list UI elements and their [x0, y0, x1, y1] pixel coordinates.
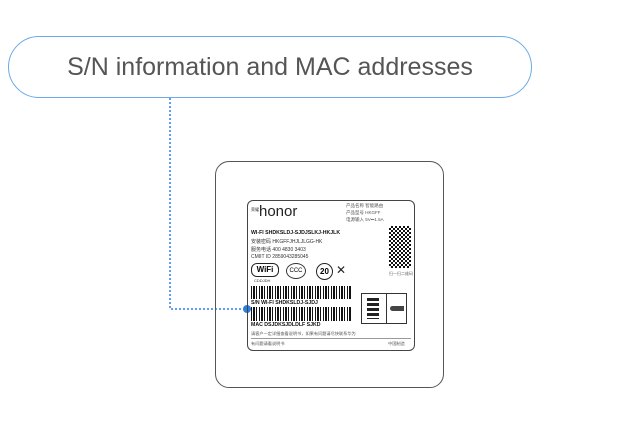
ccc-mark-icon: CCC [286, 263, 306, 279]
router-device-outline [215, 161, 444, 388]
weee-bin-icon: ✕ [336, 263, 347, 277]
wifi-cert-code: CDDJDH [254, 278, 271, 283]
serial-number: S/N WI-FI SHDKSLDJ-SJDJ [251, 300, 318, 306]
footer-left: 有问题请看说明书 [251, 341, 285, 346]
install-code: 安装密码 HKGFFJHJLJLGG-HK [251, 239, 323, 245]
wifi-cert-logo: WiFi [251, 263, 279, 277]
sn-barcode [251, 286, 351, 299]
badge-value: 20 [320, 267, 329, 276]
certification-mark [361, 293, 407, 324]
qr-caption: 扫一扫二维码 [389, 271, 413, 276]
notice-text: 请客户一定详细查看说明书，如果有问题请尽快联系华为 [251, 331, 356, 336]
product-name: 产品名称 智能路由 [346, 203, 384, 208]
made-in: 中国制造 [388, 341, 405, 346]
mac-barcode [251, 307, 351, 321]
wifi-ssid: WI-FI SHDKSLDJ-SJDJSLKJ-HKJLK [251, 230, 341, 236]
service-phone: 服务电话 400 4830 3403 [251, 247, 306, 253]
brand-prefix: 荣耀 [251, 207, 259, 212]
eco-period-badge: 20 [316, 263, 333, 280]
callout-text: S/N information and MAC addresses [67, 52, 473, 81]
mac-address: MAC DSJDKSJDLDLF SJKD [251, 322, 321, 328]
callout-box: S/N information and MAC addresses [8, 36, 532, 98]
divider [251, 338, 411, 339]
device-label: 荣耀 honor 产品名称 智能路由 产品型号 HKGFF 电源输入 5V⎓1.… [247, 200, 415, 351]
qr-code [389, 226, 411, 268]
power-rating: 电源输入 5V⎓1.5A [346, 217, 384, 222]
cmiit-id: CMIIT ID 2859043285045 [251, 254, 309, 260]
product-model: 产品型号 HKGFF [346, 210, 381, 215]
brand-logo: honor [259, 203, 298, 220]
